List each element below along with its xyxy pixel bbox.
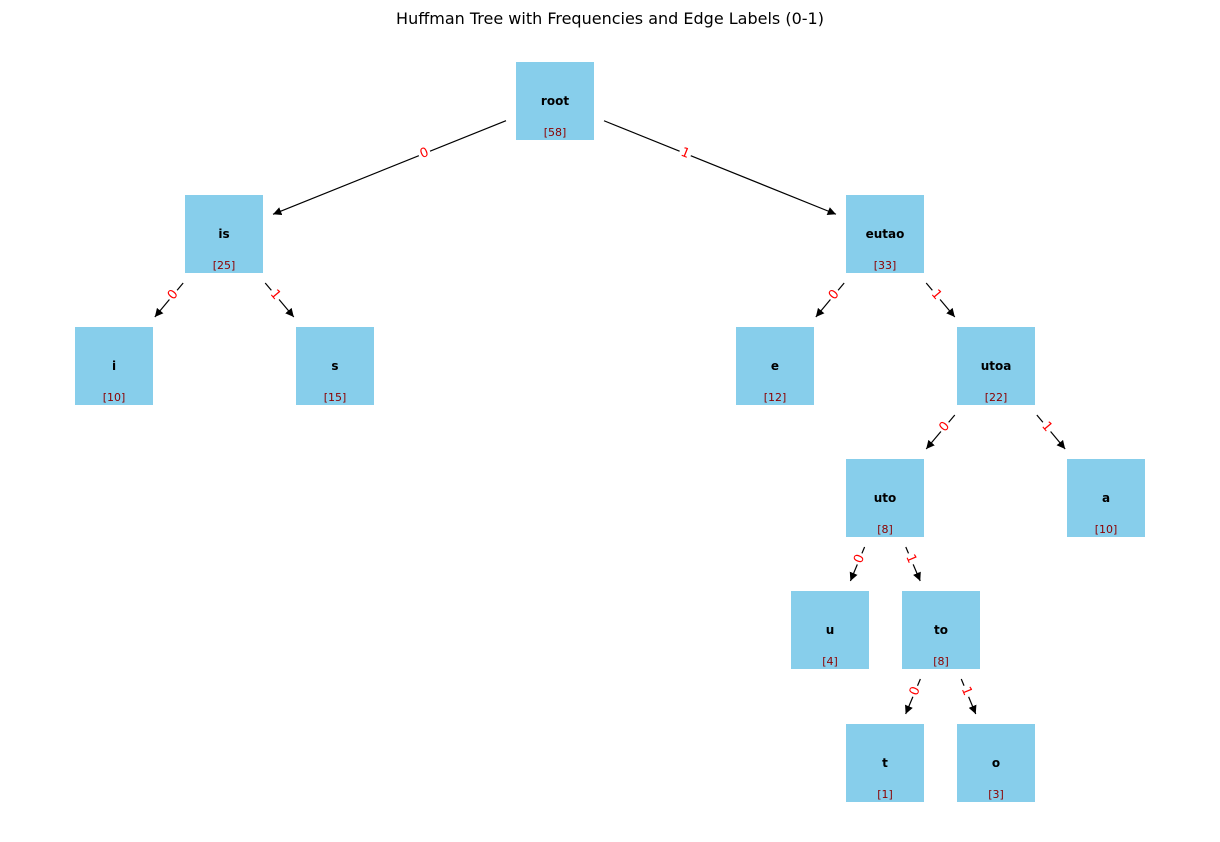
- edge-label-background: [926, 285, 947, 305]
- node-box: [736, 327, 814, 405]
- edge-to-o: 1: [956, 678, 977, 715]
- node-box: [957, 327, 1035, 405]
- node-box: [185, 195, 263, 273]
- edge-utoa-uto: 0: [925, 414, 956, 450]
- diagram-title: Huffman Tree with Frequencies and Edge L…: [396, 9, 824, 28]
- node-t: t [1]: [846, 724, 924, 802]
- edge-is-i: 0: [154, 282, 184, 318]
- node-box: [957, 724, 1035, 802]
- node-frequency: [10]: [1095, 523, 1118, 536]
- edge-label-background: [163, 285, 184, 305]
- edge-is-s: 1: [264, 282, 295, 318]
- edge-label-background: [1036, 417, 1057, 437]
- node-uto: uto [8]: [846, 459, 924, 537]
- node-box: [75, 327, 153, 405]
- edge-label-background: [824, 285, 845, 305]
- node-frequency: [12]: [764, 391, 787, 404]
- node-frequency: [33]: [874, 259, 897, 272]
- node-label: eutao: [866, 227, 905, 241]
- node-box: [1067, 459, 1145, 537]
- node-box: [296, 327, 374, 405]
- node-utoa: utoa [22]: [957, 327, 1035, 405]
- node-box: [791, 591, 869, 669]
- edge-line: [1036, 414, 1066, 450]
- nodes-layer: root[58]is[25]eutao[33]i[10]s[15]e[12]ut…: [75, 62, 1145, 802]
- node-label: t: [882, 756, 888, 770]
- node-label: utoa: [981, 359, 1012, 373]
- edge-label-background: [901, 550, 921, 568]
- edge-label-background: [934, 417, 955, 437]
- edge-label-background: [415, 143, 434, 164]
- node-label: e: [771, 359, 779, 373]
- edge-eutao-utoa: 1: [925, 282, 956, 318]
- node-box: [516, 62, 594, 140]
- edge-to-t: 0: [905, 678, 925, 715]
- node-frequency: [10]: [103, 391, 126, 404]
- edge-label-background: [849, 550, 870, 568]
- node-is: is [25]: [185, 195, 263, 273]
- node-box: [902, 591, 980, 669]
- edge-line: [925, 282, 956, 318]
- edge-label-background: [676, 143, 694, 164]
- node-label: s: [331, 359, 338, 373]
- node-i: i [10]: [75, 327, 153, 405]
- edge-line: [154, 282, 184, 318]
- node-label: root: [541, 94, 569, 108]
- node-box: [846, 459, 924, 537]
- edge-utoa-a: 1: [1036, 414, 1066, 450]
- node-to: to [8]: [902, 591, 980, 669]
- node-e: e [12]: [736, 327, 814, 405]
- node-s: s [15]: [296, 327, 374, 405]
- node-label: is: [218, 227, 229, 241]
- node-o: o [3]: [957, 724, 1035, 802]
- edge-label-background: [265, 285, 286, 305]
- node-label: i: [112, 359, 116, 373]
- edge-label-background: [905, 682, 925, 700]
- node-label: u: [826, 623, 835, 637]
- node-box: [846, 195, 924, 273]
- node-label: o: [992, 756, 1000, 770]
- edge-eutao-e: 0: [815, 282, 845, 318]
- node-eutao: eutao [33]: [846, 195, 924, 273]
- edge-line: [925, 414, 956, 450]
- node-box: [846, 724, 924, 802]
- node-frequency: [22]: [985, 391, 1008, 404]
- edge-root-is: 0: [272, 120, 507, 216]
- node-frequency: [25]: [213, 259, 236, 272]
- edge-line: [815, 282, 845, 318]
- edge-label-background: [956, 682, 977, 700]
- edge-line: [603, 120, 837, 216]
- node-frequency: [4]: [822, 655, 838, 668]
- node-u: u [4]: [791, 591, 869, 669]
- edge-line: [272, 120, 507, 216]
- edge-uto-to: 1: [901, 546, 921, 582]
- node-a: a [10]: [1067, 459, 1145, 537]
- node-root: root [58]: [516, 62, 594, 140]
- node-frequency: [58]: [544, 126, 567, 139]
- node-frequency: [15]: [324, 391, 347, 404]
- node-label: to: [934, 623, 948, 637]
- node-label: uto: [874, 491, 897, 505]
- node-frequency: [3]: [988, 788, 1004, 801]
- edge-root-eutao: 1: [603, 120, 837, 216]
- node-frequency: [8]: [933, 655, 949, 668]
- edge-uto-u: 0: [849, 546, 870, 582]
- node-frequency: [8]: [877, 523, 893, 536]
- node-frequency: [1]: [877, 788, 893, 801]
- node-label: a: [1102, 491, 1110, 505]
- edge-line: [264, 282, 295, 318]
